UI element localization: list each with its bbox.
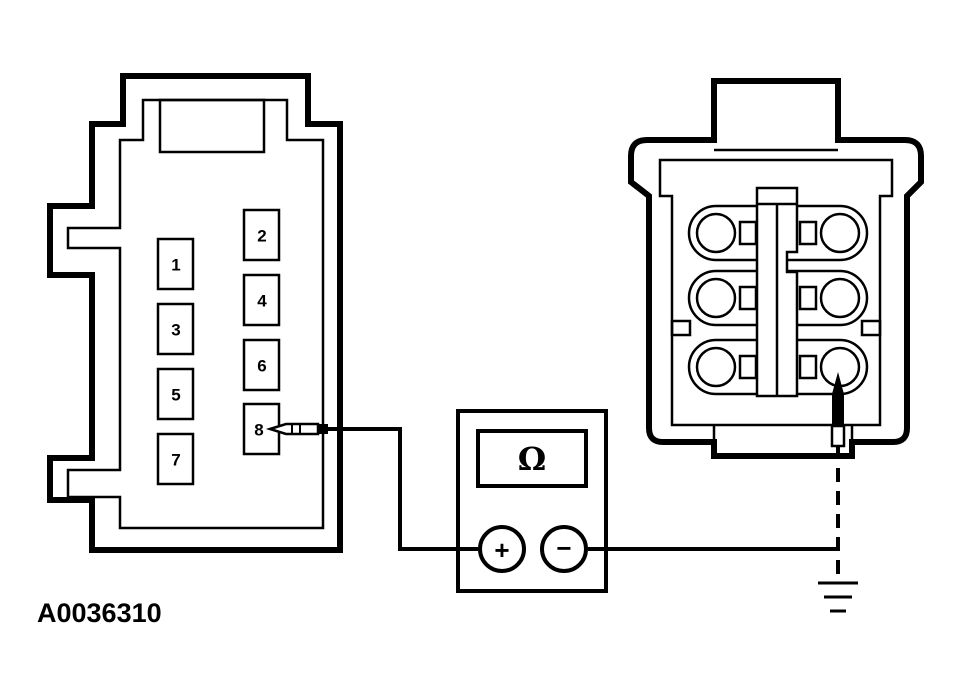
connector-right [628,78,924,459]
pin-5: 5 [156,367,195,421]
pin-1-label: 1 [171,256,180,275]
pin-7: 7 [156,432,195,486]
pin-2-label: 2 [257,227,266,246]
pin-3-label: 3 [171,321,180,340]
connector-left-inner [66,98,325,530]
pin-6-label: 6 [257,357,266,376]
multimeter-body [456,409,608,593]
pin-4-label: 4 [257,292,267,311]
multimeter: Ω + − [456,409,608,593]
test-probe-icon [265,422,328,436]
pin-3: 3 [156,302,195,356]
ohm-symbol: Ω [518,440,546,478]
pin-4: 4 [242,273,281,327]
side-notch-right [860,319,882,337]
connector-left-latch [158,98,266,154]
pin-1: 1 [156,237,195,291]
pin-2: 2 [242,208,281,262]
pin-5-label: 5 [171,386,180,405]
pin-8-label: 8 [254,421,263,440]
connector-left: 1 3 5 7 2 4 6 8 [47,73,343,553]
connector-right-inner [658,158,894,427]
figure-id: A0036310 [37,598,162,628]
connector-right-housing [628,78,924,459]
ground-symbol-icon [818,581,858,613]
positive-terminal-label: + [494,535,509,565]
pin-7-label: 7 [171,451,180,470]
side-notch-left [670,319,692,337]
lead-positive [328,427,478,551]
multimeter-display [476,429,588,488]
terminal-row-1 [687,204,869,262]
test-probe-icon [830,372,846,448]
negative-terminal-label: − [556,533,571,563]
positive-terminal: + [478,525,526,573]
pin-6: 6 [242,338,281,392]
negative-terminal: − [540,525,588,573]
connector-left-housing [47,73,343,553]
test-leads [328,427,840,582]
